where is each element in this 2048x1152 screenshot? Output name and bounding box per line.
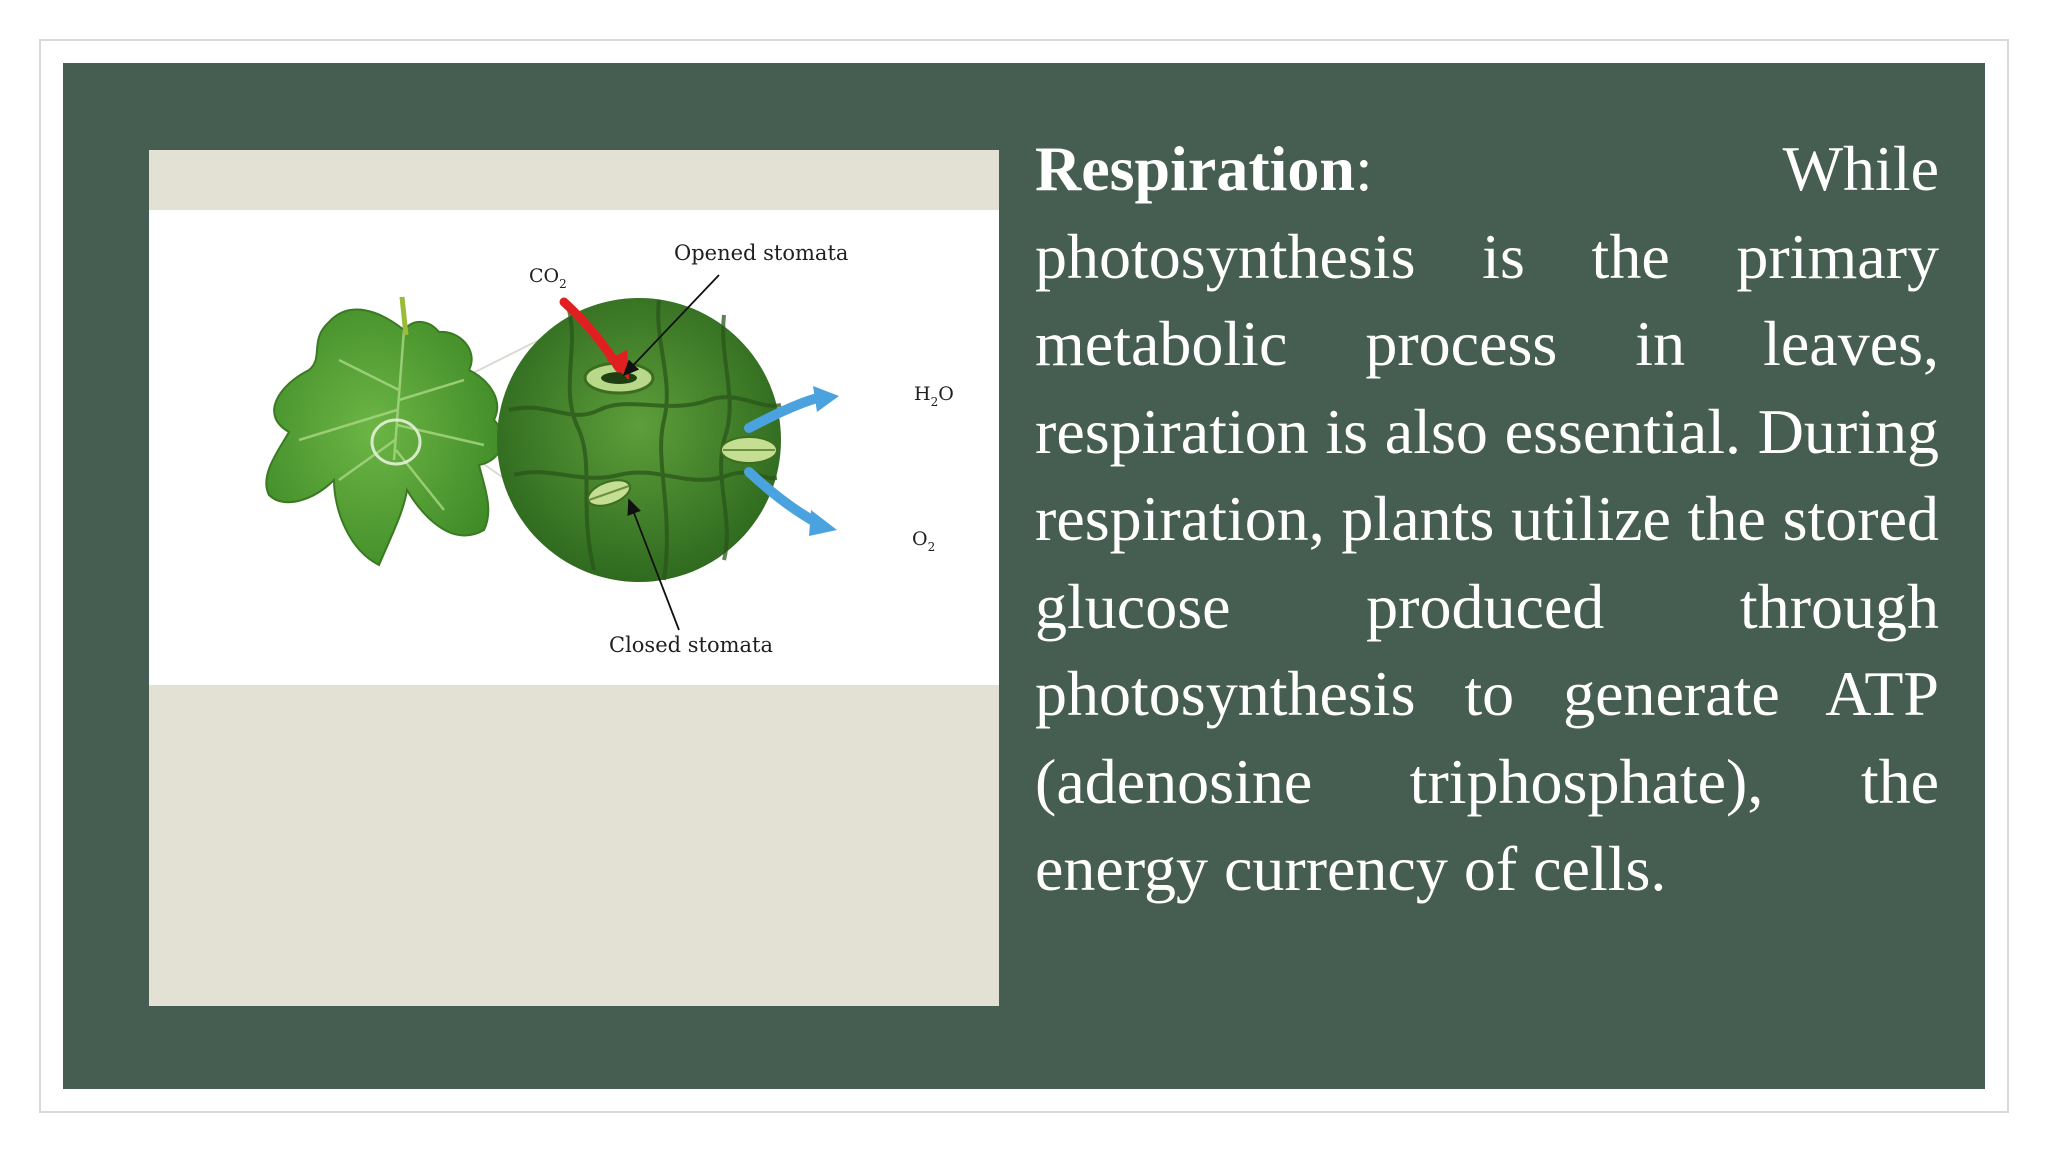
o2-arrow [744, 467, 822, 528]
term-heading: Respiration [1035, 133, 1355, 204]
slide: CO2 Opened stomata H2O O2 Closed stomata… [63, 63, 1985, 1089]
image-panel: CO2 Opened stomata H2O O2 Closed stomata [149, 150, 999, 1006]
co2-label: CO2 [529, 265, 567, 291]
magnified-leaf-surface [497, 298, 782, 582]
o2-label: O2 [912, 528, 935, 554]
stomata-figure: CO2 Opened stomata H2O O2 Closed stomata [149, 210, 999, 685]
stomata-diagram: CO2 Opened stomata H2O O2 Closed stomata [265, 241, 954, 657]
h2o-label: H2O [914, 383, 954, 409]
leaf-icon [265, 296, 504, 567]
h2o-arrow [744, 393, 822, 433]
body-text: : While photosynthesis is the primary me… [1035, 133, 1939, 904]
closed-stomata-pointer [627, 498, 680, 631]
opened-stomata-pointer [622, 274, 720, 377]
closed-stomata-label: Closed stomata [609, 633, 773, 657]
opened-stomata-label: Opened stomata [674, 241, 848, 265]
body-paragraph: Respiration: While photosynthesis is the… [1035, 125, 1939, 913]
